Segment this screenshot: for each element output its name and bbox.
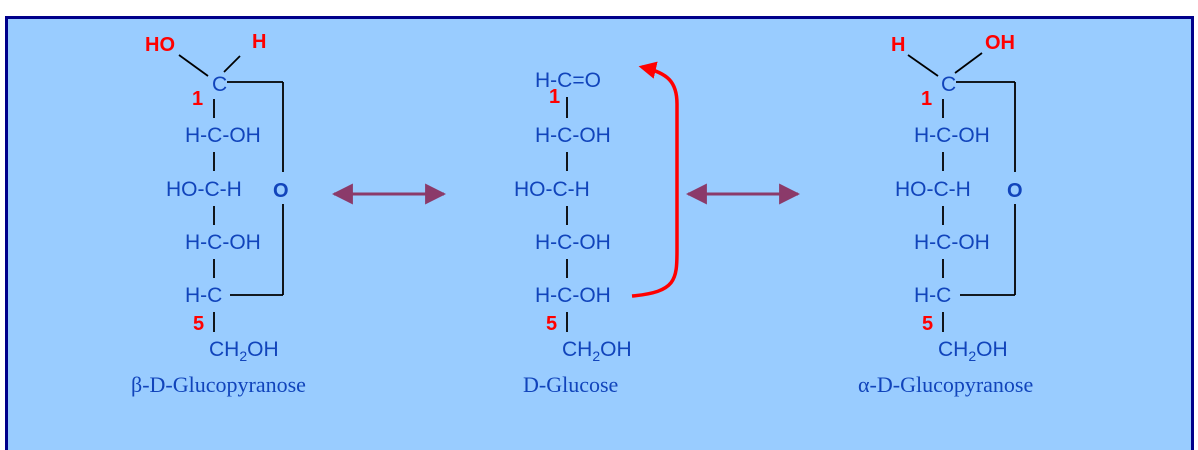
beta-c2: H-C-OH bbox=[185, 124, 261, 147]
alpha-ch2oh: CH2OH bbox=[938, 338, 1008, 364]
alpha-c1: C bbox=[941, 73, 956, 96]
beta-c5: H-C bbox=[185, 284, 222, 307]
glucose-c1: H-C=O bbox=[535, 69, 601, 92]
beta-anomeric-h: H bbox=[252, 31, 266, 53]
glucose-carbon-number-1: 1 bbox=[549, 86, 560, 108]
alpha-c5: H-C bbox=[914, 284, 951, 307]
alpha-carbon-number-5: 5 bbox=[922, 313, 933, 335]
glucose-c5: H-C-OH bbox=[535, 284, 611, 307]
beta-c1: C bbox=[212, 73, 227, 96]
beta-glucopyranose-structure: HO H C 1 H-C-OH HO-C-H O H-C-OH H-C 5 CH… bbox=[131, 31, 306, 397]
alpha-caption: α-D-Glucopyranose bbox=[858, 372, 1033, 397]
d-glucose-structure: H-C=O 1 H-C-OH HO-C-H H-C-OH H-C-OH 5 CH… bbox=[514, 61, 679, 397]
alpha-c3: HO-C-H bbox=[895, 178, 971, 201]
glucose-caption: D-Glucose bbox=[523, 372, 618, 397]
beta-carbon-number-1: 1 bbox=[192, 88, 203, 110]
alpha-anomeric-oh: OH bbox=[985, 32, 1015, 54]
glucose-c4: H-C-OH bbox=[535, 231, 611, 254]
cyclization-arrow bbox=[631, 61, 679, 298]
beta-ch2oh: CH2OH bbox=[209, 338, 279, 364]
alpha-ring-oxygen: O bbox=[1007, 180, 1023, 202]
alpha-carbon-number-1: 1 bbox=[921, 88, 932, 110]
beta-caption: β-D-Glucopyranose bbox=[131, 372, 306, 397]
beta-bond-oh bbox=[178, 54, 209, 77]
glucose-ch2oh: CH2OH bbox=[562, 338, 632, 364]
beta-ring-oxygen: O bbox=[273, 180, 289, 202]
beta-anomeric-oh: HO bbox=[145, 34, 175, 56]
alpha-bond-h bbox=[907, 54, 939, 77]
alpha-c4: H-C-OH bbox=[914, 231, 990, 254]
beta-c4: H-C-OH bbox=[185, 231, 261, 254]
alpha-glucopyranose-structure: H OH C 1 H-C-OH HO-C-H O H-C-OH H-C 5 CH… bbox=[858, 32, 1033, 397]
alpha-bond-oh bbox=[954, 52, 983, 74]
glucose-c2: H-C-OH bbox=[535, 124, 611, 147]
alpha-anomeric-h: H bbox=[891, 34, 905, 56]
beta-bond-h bbox=[223, 55, 241, 73]
beta-carbon-number-5: 5 bbox=[193, 313, 204, 335]
beta-c3: HO-C-H bbox=[166, 178, 242, 201]
diagram-panel bbox=[5, 16, 1194, 450]
glucose-c3: HO-C-H bbox=[514, 178, 590, 201]
glucose-carbon-number-5: 5 bbox=[546, 313, 557, 335]
alpha-c2: H-C-OH bbox=[914, 124, 990, 147]
